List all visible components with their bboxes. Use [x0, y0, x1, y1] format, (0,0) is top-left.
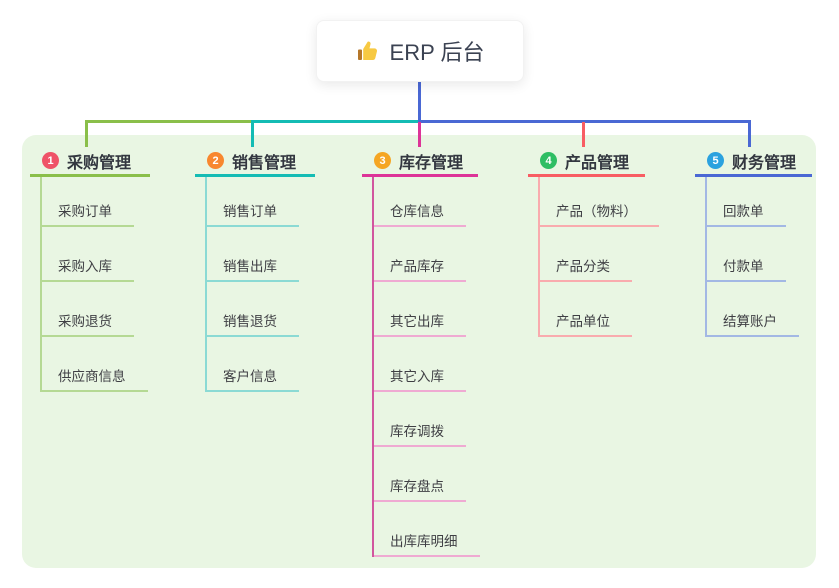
node-sales-return[interactable]: 销售退货 — [207, 282, 299, 337]
connector-horizontal-blue — [418, 120, 751, 123]
branch-children: 产品（物料） 产品分类 产品单位 — [538, 177, 659, 337]
priority-5-badge: 5 — [707, 152, 724, 169]
node-receipt-bill[interactable]: 回款单 — [707, 177, 786, 227]
node-supplier-info[interactable]: 供应商信息 — [42, 337, 148, 392]
branch-children: 仓库信息 产品库存 其它出库 其它入库 库存调拨 库存盘点 出库库明细 — [372, 177, 480, 557]
connector-drop-inventory — [418, 122, 421, 147]
connector-drop-product — [582, 122, 585, 147]
branch-header-sales[interactable]: 2 销售管理 — [195, 147, 315, 177]
branch-inventory: 3 库存管理 仓库信息 产品库存 其它出库 其它入库 库存调拨 库存盘点 出库库… — [362, 147, 480, 557]
node-product-stock[interactable]: 产品库存 — [374, 227, 466, 282]
background-panel — [22, 135, 816, 568]
priority-2-badge: 2 — [207, 152, 224, 169]
branch-purchase: 1 采购管理 采购订单 采购入库 采购退货 供应商信息 — [30, 147, 150, 392]
branch-product: 4 产品管理 产品（物料） 产品分类 产品单位 — [528, 147, 659, 337]
branch-children: 回款单 付款单 结算账户 — [705, 177, 799, 337]
branch-header-finance[interactable]: 5 财务管理 — [695, 147, 812, 177]
node-other-inbound[interactable]: 其它入库 — [374, 337, 466, 392]
connector-drop-purchase — [85, 120, 88, 147]
connector-drop-finance — [748, 120, 751, 147]
node-outbound-detail[interactable]: 出库库明细 — [374, 502, 480, 557]
node-stock-taking[interactable]: 库存盘点 — [374, 447, 466, 502]
node-purchase-return[interactable]: 采购退货 — [42, 282, 134, 337]
root-node[interactable]: ERP 后台 — [316, 20, 524, 82]
node-payment-bill[interactable]: 付款单 — [707, 227, 786, 282]
branch-label: 采购管理 — [67, 154, 132, 172]
connector-horizontal-teal — [254, 120, 420, 123]
node-warehouse-info[interactable]: 仓库信息 — [374, 177, 466, 227]
connector-drop-sales — [251, 120, 254, 147]
priority-1-badge: 1 — [42, 152, 59, 169]
node-sales-order[interactable]: 销售订单 — [207, 177, 299, 227]
branch-sales: 2 销售管理 销售订单 销售出库 销售退货 客户信息 — [195, 147, 315, 392]
priority-4-badge: 4 — [540, 152, 557, 169]
branch-label: 库存管理 — [399, 154, 464, 172]
node-purchase-inbound[interactable]: 采购入库 — [42, 227, 134, 282]
branch-header-purchase[interactable]: 1 采购管理 — [30, 147, 150, 177]
root-label: ERP 后台 — [389, 40, 485, 65]
node-product-unit[interactable]: 产品单位 — [540, 282, 632, 337]
connector-root-drop — [418, 82, 421, 121]
priority-3-badge: 3 — [374, 152, 391, 169]
branch-label: 产品管理 — [565, 154, 630, 172]
node-other-outbound[interactable]: 其它出库 — [374, 282, 466, 337]
branch-children: 销售订单 销售出库 销售退货 客户信息 — [205, 177, 299, 392]
node-sales-outbound[interactable]: 销售出库 — [207, 227, 299, 282]
branch-header-inventory[interactable]: 3 库存管理 — [362, 147, 478, 177]
node-stock-transfer[interactable]: 库存调拨 — [374, 392, 466, 447]
node-product-category[interactable]: 产品分类 — [540, 227, 632, 282]
node-settlement-account[interactable]: 结算账户 — [707, 282, 799, 337]
thumbs-up-icon — [356, 39, 380, 63]
node-customer-info[interactable]: 客户信息 — [207, 337, 299, 392]
branch-header-product[interactable]: 4 产品管理 — [528, 147, 645, 177]
branch-children: 采购订单 采购入库 采购退货 供应商信息 — [40, 177, 148, 392]
node-purchase-order[interactable]: 采购订单 — [42, 177, 134, 227]
branch-label: 财务管理 — [732, 154, 797, 172]
connector-horizontal-green — [85, 120, 254, 123]
branch-label: 销售管理 — [232, 154, 297, 172]
branch-finance: 5 财务管理 回款单 付款单 结算账户 — [695, 147, 812, 337]
node-product-material[interactable]: 产品（物料） — [540, 177, 659, 227]
